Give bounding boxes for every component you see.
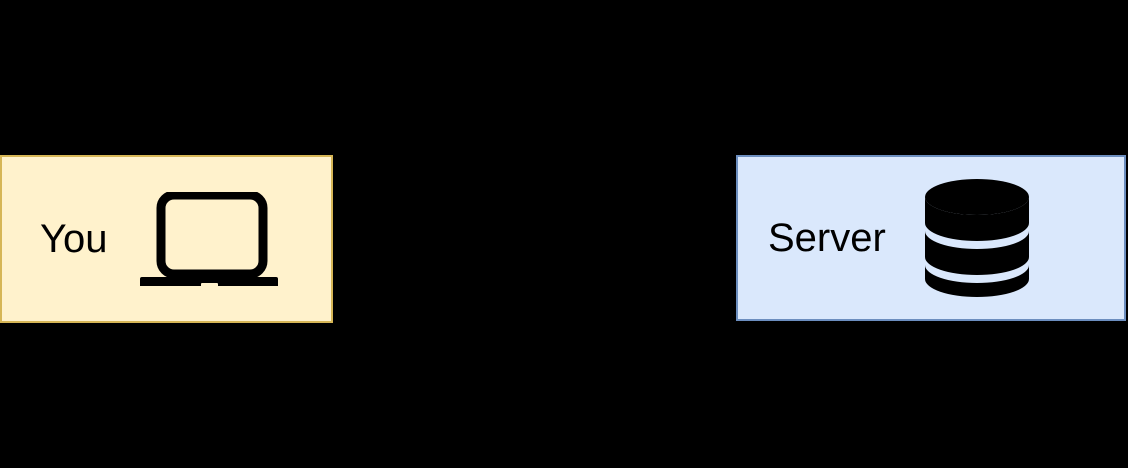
node-server[interactable]: Server <box>736 155 1126 321</box>
node-you-label: You <box>40 217 108 261</box>
node-you[interactable]: You <box>0 155 333 323</box>
database-icon <box>924 179 1029 297</box>
node-server-label: Server <box>768 216 886 260</box>
laptop-icon <box>139 192 278 286</box>
